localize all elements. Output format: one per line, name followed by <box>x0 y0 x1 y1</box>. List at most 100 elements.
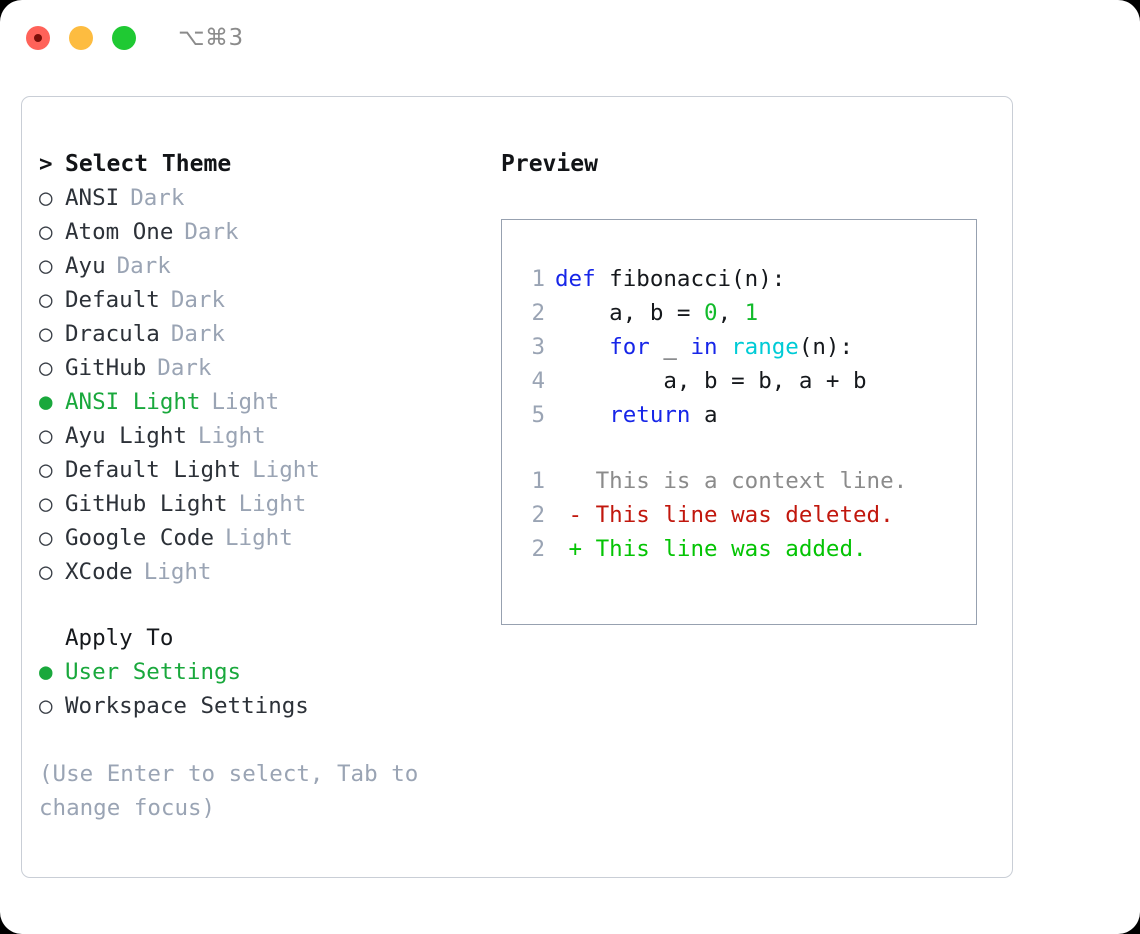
apply-to-label: Apply To <box>65 625 174 651</box>
radio-unselected-icon[interactable]: ○ <box>39 185 53 211</box>
code-token: a <box>690 402 718 428</box>
theme-option-name: Default Light <box>65 457 242 483</box>
code-line-number: 2 <box>531 300 545 326</box>
theme-option-name: Ayu Light <box>65 423 187 449</box>
theme-option-name: Ayu <box>65 253 106 279</box>
radio-selected-icon[interactable]: ● <box>39 659 53 685</box>
theme-option-category: Dark <box>170 321 226 347</box>
theme-option-category: Light <box>197 423 266 449</box>
code-token: range <box>731 334 799 360</box>
preview-heading: Preview <box>501 151 598 177</box>
diff-line: 1 This is a context line. <box>519 464 907 498</box>
diff-line-text: - This line was deleted. <box>555 502 894 528</box>
theme-option-name: Dracula <box>65 321 160 347</box>
theme-option-category: Light <box>211 389 280 415</box>
radio-unselected-icon[interactable]: ○ <box>39 253 53 279</box>
radio-unselected-icon[interactable]: ○ <box>39 491 53 517</box>
code-token: 1 <box>744 300 759 326</box>
theme-option-row[interactable]: ○ GitHub Light Light <box>39 487 479 521</box>
diff-line-number: 2 <box>531 536 545 562</box>
code-token: in <box>690 334 718 360</box>
theme-option-row[interactable]: ● ANSI Light Light <box>39 385 479 419</box>
theme-option-category: Light <box>252 457 320 483</box>
radio-unselected-icon[interactable]: ○ <box>39 693 53 719</box>
code-token: a, b = b, a + b <box>555 368 867 394</box>
theme-list-heading-label: Select Theme <box>65 151 232 177</box>
code-token: 0 <box>704 300 718 326</box>
theme-option-row[interactable]: ○ Google Code Light <box>39 521 479 555</box>
code-token: (n): <box>798 334 854 360</box>
radio-unselected-icon[interactable]: ○ <box>39 287 53 313</box>
theme-option-row[interactable]: ○ Default Light Light <box>39 453 479 487</box>
theme-option-name: Google Code <box>65 525 215 551</box>
code-token <box>555 334 609 360</box>
apply-to-option-row[interactable]: ○ Workspace Settings <box>39 689 479 723</box>
theme-option-category: Light <box>238 491 307 517</box>
radio-unselected-icon[interactable]: ○ <box>39 219 53 245</box>
radio-unselected-icon[interactable]: ○ <box>39 457 53 483</box>
code-token: _ <box>649 334 691 360</box>
theme-option-name: ANSI Light <box>65 389 201 415</box>
minimize-button[interactable] <box>69 26 93 50</box>
theme-list-heading: > Select Theme <box>39 147 479 181</box>
prompt-caret-icon: > <box>39 151 53 177</box>
radio-unselected-icon[interactable]: ○ <box>39 559 53 585</box>
keyboard-shortcut-label: ⌥⌘3 <box>178 25 244 51</box>
diff-line-text: This is a context line. <box>555 468 908 494</box>
code-token: fibonacci(n): <box>595 266 786 292</box>
apply-to-section: Apply To ● User Settings ○ Workspace Settin… <box>39 621 479 723</box>
radio-unselected-icon[interactable]: ○ <box>39 321 53 347</box>
radio-unselected-icon[interactable]: ○ <box>39 525 53 551</box>
code-line-number: 1 <box>531 266 545 292</box>
theme-option-row[interactable]: ○ Ayu Light Light <box>39 419 479 453</box>
code-line: 3 for _ in range(n): <box>519 330 907 364</box>
diff-line-number: 2 <box>531 502 545 528</box>
code-diff-separator <box>519 432 907 464</box>
theme-option-name: GitHub Light <box>65 491 228 517</box>
apply-to-option-list[interactable]: ● User Settings ○ Workspace Settings <box>39 655 479 723</box>
close-button[interactable] <box>26 26 50 50</box>
code-line-number: 3 <box>531 334 545 360</box>
code-line: 4 a, b = b, a + b <box>519 364 907 398</box>
theme-option-row[interactable]: ○ Atom One Dark <box>39 215 479 249</box>
theme-option-category: Dark <box>184 219 239 245</box>
code-token: return <box>609 402 691 428</box>
theme-option-category: Light <box>225 525 293 551</box>
radio-unselected-icon[interactable]: ○ <box>39 355 53 381</box>
theme-option-name: Default <box>65 287 160 313</box>
apply-to-option-name: User Settings <box>65 659 242 685</box>
diff-line-text: + This line was added. <box>555 536 867 562</box>
code-line: 5 return a <box>519 398 907 432</box>
theme-option-category: Light <box>143 559 212 585</box>
theme-option-category: Dark <box>157 355 212 381</box>
theme-option-name: GitHub <box>65 355 147 381</box>
keyboard-hint-text: (Use Enter to select, Tab to change focu… <box>39 761 432 821</box>
radio-unselected-icon[interactable]: ○ <box>39 423 53 449</box>
theme-option-row[interactable]: ○ Dracula Dark <box>39 317 479 351</box>
theme-option-row[interactable]: ○ GitHub Dark <box>39 351 479 385</box>
apply-to-option-name: Workspace Settings <box>65 693 309 719</box>
code-token <box>718 334 732 360</box>
code-token: a, b = <box>555 300 705 326</box>
code-line-number: 5 <box>531 402 545 428</box>
zoom-button[interactable] <box>112 26 136 50</box>
theme-option-category: Dark <box>130 185 185 211</box>
apply-to-option-row[interactable]: ● User Settings <box>39 655 479 689</box>
code-line-number: 4 <box>531 368 545 394</box>
theme-option-name: Atom One <box>65 219 174 245</box>
radio-selected-icon[interactable]: ● <box>39 389 53 415</box>
code-line: 2 a, b = 0, 1 <box>519 296 907 330</box>
code-token: for <box>609 334 650 360</box>
code-token <box>555 402 609 428</box>
